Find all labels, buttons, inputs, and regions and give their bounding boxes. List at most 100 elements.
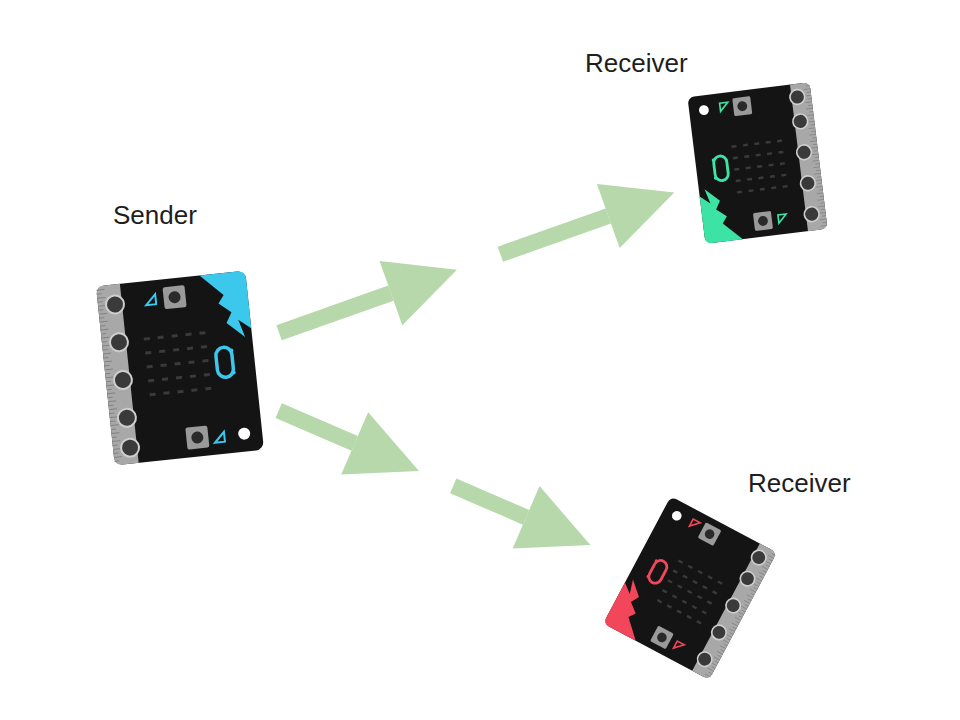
led-matrix xyxy=(697,595,702,599)
ruler-tick xyxy=(109,413,114,415)
touch-pad xyxy=(698,105,709,116)
led-matrix xyxy=(734,168,739,171)
ruler-tick xyxy=(812,153,819,155)
led-matrix xyxy=(736,179,741,182)
arrow-head xyxy=(341,412,419,474)
ruler-tick xyxy=(100,321,108,323)
led-matrix xyxy=(673,569,678,573)
ruler-tick xyxy=(99,309,104,311)
led-matrix xyxy=(698,570,703,574)
led-matrix xyxy=(687,590,692,594)
ruler-tick xyxy=(819,212,826,214)
pin-pad xyxy=(709,623,728,642)
ruler-tick xyxy=(108,400,116,402)
led-matrix xyxy=(748,189,753,192)
ruler-tick xyxy=(816,186,823,188)
logo-eye xyxy=(654,559,658,563)
ruler-tick xyxy=(108,397,113,399)
led-matrix xyxy=(756,154,761,157)
ruler-tick xyxy=(820,218,827,220)
ruler-tick xyxy=(806,85,810,86)
ruler-tick xyxy=(100,325,105,327)
ruler-tick xyxy=(751,593,755,595)
button-marker xyxy=(673,641,684,652)
logo-eye xyxy=(646,574,650,578)
logo-eye xyxy=(714,176,718,180)
led-matrix xyxy=(744,155,749,158)
touch-pad xyxy=(670,509,683,522)
ruler-tick xyxy=(96,289,104,291)
led-matrix xyxy=(171,334,177,338)
ruler-tick xyxy=(724,644,728,646)
led-matrix xyxy=(757,165,762,168)
led-matrix xyxy=(733,156,738,159)
pin-pad xyxy=(695,649,714,668)
ruler-tick xyxy=(732,623,738,626)
radio-arrow xyxy=(279,184,674,333)
ruler-tick xyxy=(744,600,750,603)
ruler-tick xyxy=(104,361,112,363)
ruler-tick xyxy=(99,313,107,315)
board-pcb xyxy=(96,271,264,466)
ruler-tick xyxy=(714,657,720,660)
ruler-tick xyxy=(817,176,821,177)
led-matrix xyxy=(731,145,736,148)
ruler-tick xyxy=(114,460,119,462)
led-matrix xyxy=(159,349,165,353)
ruler-tick xyxy=(807,98,811,99)
led-matrix xyxy=(199,331,205,335)
ruler-tick xyxy=(102,345,110,347)
ruler-tick xyxy=(741,606,747,609)
led-matrix xyxy=(781,174,786,177)
ruler-tick xyxy=(750,589,756,592)
ruler-tick xyxy=(103,349,108,351)
microbit-illustration xyxy=(96,271,264,466)
pin-pad xyxy=(792,113,808,129)
pin-pad xyxy=(749,548,768,567)
ruler-tick xyxy=(97,293,102,295)
push-button xyxy=(753,211,773,231)
ruler-tick xyxy=(112,436,117,438)
led-matrix xyxy=(149,393,155,397)
ruler-tick xyxy=(107,389,112,391)
push-button xyxy=(162,285,186,309)
ruler-tick xyxy=(729,629,735,632)
logo-eye xyxy=(229,348,233,352)
led-matrix xyxy=(707,575,712,579)
microbit-illustration xyxy=(603,496,777,679)
arrow-shaft xyxy=(279,293,391,333)
ruler-tick xyxy=(813,144,817,145)
ruler-tick xyxy=(109,408,117,410)
led-matrix xyxy=(667,579,672,583)
logo-eye xyxy=(232,370,236,374)
pin-pad xyxy=(800,175,816,191)
button-marker xyxy=(720,102,729,111)
pin-pad xyxy=(113,370,133,390)
board-pcb xyxy=(603,496,777,679)
pin-pad xyxy=(105,295,125,315)
led-matrix xyxy=(677,584,682,588)
led-matrix xyxy=(702,585,707,589)
led-matrix xyxy=(692,580,697,584)
ruler-tick xyxy=(805,101,812,103)
ruler-tick xyxy=(809,134,816,136)
button-cap xyxy=(737,101,748,112)
ruler-tick xyxy=(705,674,711,677)
ruler-tick xyxy=(766,565,770,567)
led-matrix xyxy=(737,191,742,194)
led-matrix xyxy=(760,188,765,191)
ruler-tick xyxy=(98,301,103,303)
ruler-tick xyxy=(104,365,109,367)
edge-connector xyxy=(692,544,777,680)
ruler-tick xyxy=(818,205,825,207)
logo-eye xyxy=(712,158,716,162)
ruler-tick xyxy=(810,140,817,142)
arrow-head xyxy=(380,261,457,325)
led-matrix xyxy=(188,360,194,364)
microbit-board xyxy=(590,488,790,688)
led-matrix xyxy=(702,610,707,614)
button-cap xyxy=(191,431,204,444)
ruler-tick xyxy=(113,444,118,446)
ruler-tick xyxy=(105,369,113,371)
